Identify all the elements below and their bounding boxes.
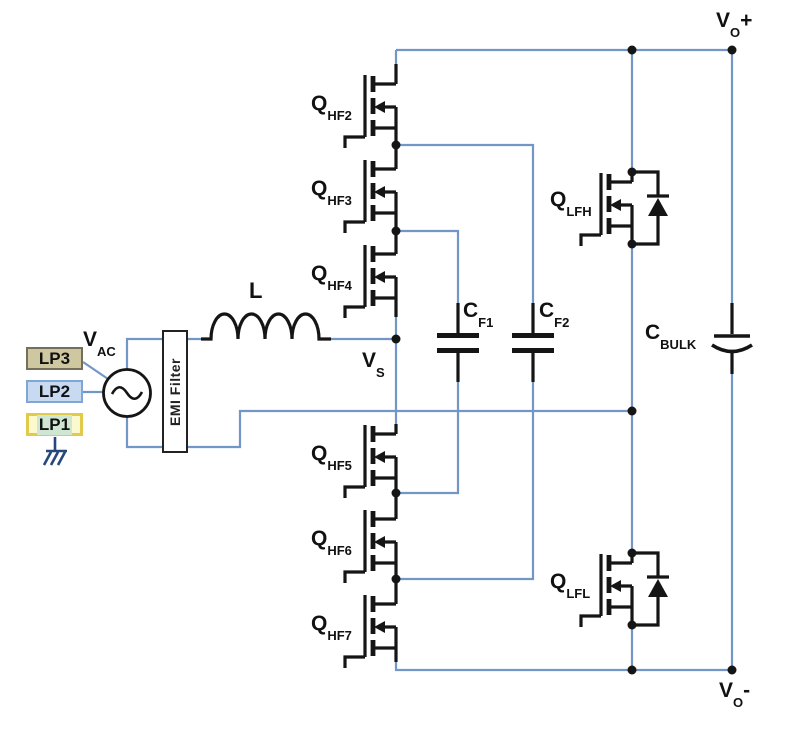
label-qhf4-sub: HF4 [327,278,352,294]
label-vac-sub: AC [97,344,116,360]
cf1-wires [396,229,460,495]
label-qlfh-main: Q [550,188,567,211]
label-qlfh-sub: LFH [566,204,592,220]
body-diode-qlfl-icon [632,551,669,627]
capacitor-cf1-icon [437,303,479,382]
label-cbulk-sub: BULK [660,337,697,353]
label-qhf2-sub: HF2 [327,108,352,124]
label-qhf5-sub: HF5 [327,458,352,474]
top-rail [394,48,732,66]
lp1-tag: LP1 [26,413,83,436]
bottom-rail [394,661,732,672]
mosfet-qhf3 [345,160,396,233]
cf2-wires [396,143,535,581]
label-qhf7: QHF7 [311,612,352,642]
mosfet-qhf2 [345,75,396,148]
label-vo-plus: VO+ [716,9,753,39]
label-qlfl-sub: LFL [566,586,591,602]
label-cbulk-main: C [645,321,661,344]
label-vac: VAC [83,328,116,358]
lp1-label: LP1 [36,414,73,435]
label-cf1-main: C [463,299,479,322]
mosfet-qhf6 [345,510,396,583]
ac-bottom-wire [125,416,163,449]
label-cf1: CF1 [463,299,493,329]
emi-filter-label: EMI Filter [167,357,183,426]
body-diode-qlfh-icon [632,170,669,246]
label-qlfl: QLFL [550,570,590,600]
label-cf2: CF2 [539,299,569,329]
label-vo-plus-main: V [716,9,731,32]
label-qhf7-main: Q [311,612,328,635]
lp3-label: LP3 [38,348,71,368]
label-cf2-sub: F2 [554,315,570,331]
label-qhf5: QHF5 [311,442,352,472]
label-vo-plus-sub: O [730,25,741,41]
label-qhf5-main: Q [311,442,328,465]
mosfet-qhf5 [345,425,396,498]
ac-source-icon [102,368,152,418]
label-qhf4-main: Q [311,262,328,285]
label-vo-plus-sign: + [740,9,753,32]
lp2-tag: LP2 [26,380,83,403]
neutral-return-wire [187,409,632,449]
label-vo-minus-sign: - [743,679,751,702]
junction-dots [391,45,737,675]
label-vac-main: V [83,328,98,351]
label-qhf7-sub: HF7 [327,628,352,644]
capacitor-cf2-icon [512,303,554,382]
lp3-connector [82,361,112,382]
label-qhf6-sub: HF6 [327,543,352,559]
ground-icon [42,437,67,466]
label-vo-minus-main: V [719,679,734,702]
label-vo-minus: VO- [719,679,751,709]
label-qhf6: QHF6 [311,527,352,557]
label-vs-sub: S [376,365,385,381]
mosfet-qhf7 [345,595,396,668]
wires [82,48,734,672]
label-vs-main: V [362,349,377,372]
emi-filter-block: EMI Filter [162,330,188,453]
lp2-label: LP2 [38,381,71,401]
label-cf2-main: C [539,299,555,322]
label-qhf3-sub: HF3 [327,193,352,209]
label-vs: VS [362,349,385,379]
label-qhf3: QHF3 [311,177,352,207]
ac-top-wire [125,337,203,370]
label-inductor: L [249,280,262,302]
label-qlfh: QLFH [550,188,592,218]
inductor-icon [201,312,331,341]
label-cbulk: CBULK [645,321,696,351]
label-vo-minus-sub: O [733,695,744,711]
label-qhf6-main: Q [311,527,328,550]
label-qhf3-main: Q [311,177,328,200]
mosfet-qhf4 [345,245,396,318]
label-cf1-sub: F1 [478,315,494,331]
label-inductor-text: L [249,278,263,303]
label-qhf2: QHF2 [311,92,352,122]
lp3-tag: LP3 [26,347,83,370]
label-qlfl-main: Q [550,570,567,593]
label-qhf4: QHF4 [311,262,352,292]
capacitor-cbulk-icon [711,303,753,374]
label-qhf2-main: Q [311,92,328,115]
